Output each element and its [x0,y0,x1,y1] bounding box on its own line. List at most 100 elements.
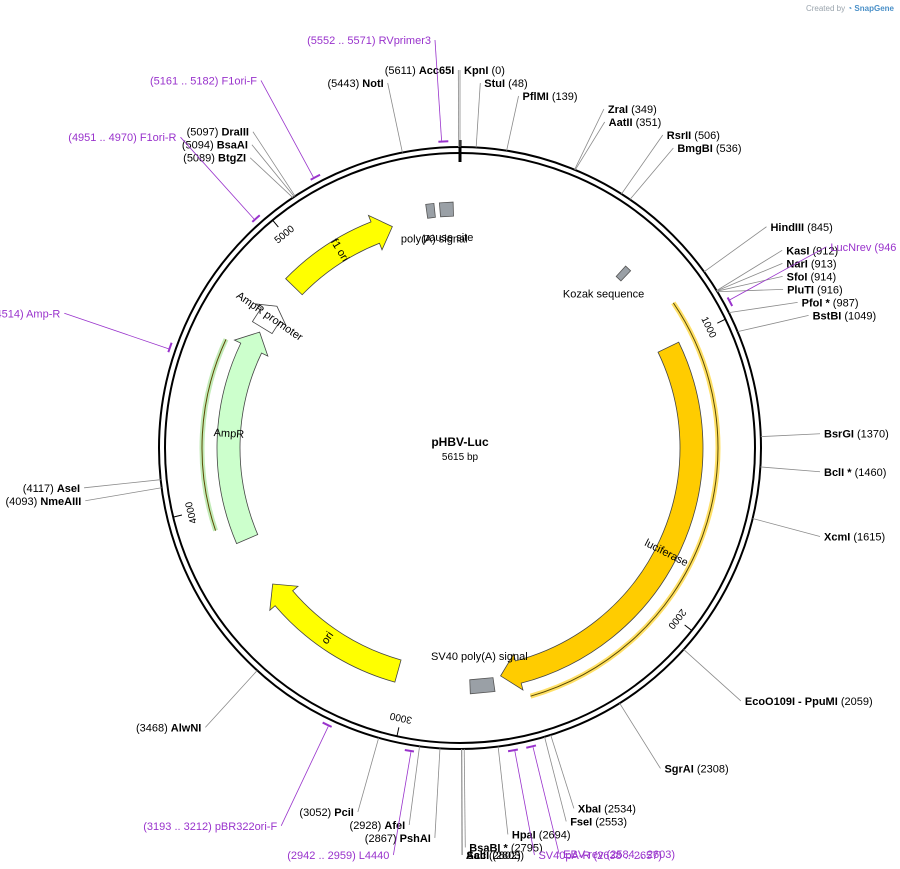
orf-layer [199,301,721,699]
site-name: NotI [362,78,383,90]
tick-label-1000: 1000 [698,315,718,340]
site-position: (916) [817,284,843,296]
site-position: (1615) [853,532,885,544]
leader-alwni [205,670,258,728]
leader-nmeaiii [85,487,162,502]
site-asei: (4117) AseI [23,483,80,495]
site-position: (2534) [604,803,636,815]
primer-mark-5552-5571-rvprimer3 [438,140,449,143]
feature-ampr-promoter [251,303,287,335]
site-name: RsrII [667,130,695,142]
plasmid-name: pHBV-Luc [431,435,489,449]
feature-luciferase [500,341,704,691]
leader-pluti [717,288,784,293]
site-stui: StuI (48) [484,78,527,90]
leader-fsei [544,736,567,822]
site-bsabi: BsaBI * (2795) [469,842,542,854]
site-name: BsrGI [824,429,857,441]
site-position: (1049) [844,310,876,322]
leader-draiii [252,131,296,197]
leader-stui [475,82,481,148]
leader-btgzi [249,157,294,198]
site-hpai: HpaI (2694) [512,829,571,841]
primer-5552-5571-rvprimer3: (5552 .. 5571) RVprimer3 [307,35,431,47]
leader-sgrai [619,702,661,769]
primer-lucnrev-946-964: LucNrev (946 .. 964) [830,242,900,254]
primer-leader-4951-4970-f1ori-r [180,136,255,220]
site-name: XbaI [578,803,604,815]
feature-kozak-sequence [615,265,632,282]
site-position: (139) [552,91,578,103]
site-alwni: (3468) AlwNI [136,722,201,734]
primer-mark-lucnrev-946-964 [726,297,734,307]
feature-label-pause-site: pause site [423,232,473,244]
feature-label-ampr-promoter: AmpR promoter [234,290,305,344]
leader-nari [716,262,783,292]
snapgene-credit: Created by ◔ SnapGene [806,4,894,13]
site-position: (349) [631,104,657,116]
leader-aatii [574,121,606,171]
site-sali: SalI (2802) [466,850,520,862]
feature-label-kozak-sequence: Kozak sequence [563,289,644,301]
site-position: (987) [833,297,859,309]
site-xbai: XbaI (2534) [578,803,636,815]
feature-poly-a-signal [425,202,436,219]
leader-hpai [497,746,509,835]
site-label-layer: KpnI (0)StuI (48)PflMI (139)ZraI (349)Aa… [5,65,888,862]
primer-sv40pa-r-2638-2657: SV40pA-R (2638 .. 2657) [538,850,662,862]
tick-label-2000: 2000 [665,607,688,632]
leader-bcli [760,466,821,473]
site-bmgbi: BmgBI (536) [677,143,741,155]
feature-label-sv40-poly-a-signal: SV40 poly(A) signal [431,651,528,663]
site-position: (506) [694,130,720,142]
site-position: (2795) [511,842,543,854]
site-name: PflMI [523,91,552,103]
primer-leader-5161-5182-f1ori-f [260,80,314,178]
site-name: SalI [466,850,489,862]
site-name: Acc65I [419,65,454,77]
site-name: NmeAIII [40,496,81,508]
primer-leader-ebv-rev-2584-2603 [532,747,560,855]
site-position: (2802) [489,850,521,862]
site-zrai: ZraI (349) [608,104,657,116]
primer-leader-lucnrev-946-964 [729,246,827,301]
site-sgrai: SgrAI (2308) [664,763,728,775]
site-position: (2308) [697,763,729,775]
leader-xcmi [752,518,821,537]
feature-sv40-poly-a-signal [469,677,496,695]
leader-bsrgi [760,433,821,438]
leader-hindiii [703,226,767,273]
site-noti: (5443) NotI [327,78,383,90]
site-pcii: (3052) PciI [299,807,353,819]
orf-arc-line-0 [530,302,719,697]
site-position: (48) [508,78,528,90]
leader-xbai [550,734,575,809]
primer-leader-5552-5571-rvprimer3 [434,39,442,141]
site-position: (845) [807,222,833,234]
leader-pshai [434,748,441,838]
site-position: (2928) [350,820,385,832]
feature-ampr [216,331,269,545]
site-name: BsaBI * [469,842,511,854]
primer-leader-2942-2959-l4440 [393,751,412,856]
site-pfoi: PfoI * (987) [802,297,859,309]
orf-arc-line-1 [201,339,227,531]
primer-mark-4495-4514-amp-r [167,342,173,353]
primer-5161-5182-f1ori-f: (5161 .. 5182) F1ori-F [150,75,257,87]
site-name: NarI [786,258,810,270]
leader-ecoo109i-ppumi [683,649,742,702]
credit-brand: SnapGene [854,4,894,13]
site-name: PshAI [400,833,431,845]
site-name: BmgBI [677,143,716,155]
site-name: AccI [466,850,492,862]
plasmid-length: 5615 bp [442,452,479,463]
site-position: (3468) [136,722,171,734]
site-position: (536) [716,143,742,155]
tick-label-4000: 4000 [184,500,200,525]
site-bstbi: BstBI (1049) [813,310,877,322]
site-name: PciI [334,807,354,819]
primer-ebv-rev-2584-2603: EBV-rev (2584 .. 2603) [563,849,675,861]
site-sfoi: SfoI (914) [787,271,837,283]
primer-mark-ebv-rev-2584-2603 [526,744,537,749]
site-name: HindIII [770,222,807,234]
